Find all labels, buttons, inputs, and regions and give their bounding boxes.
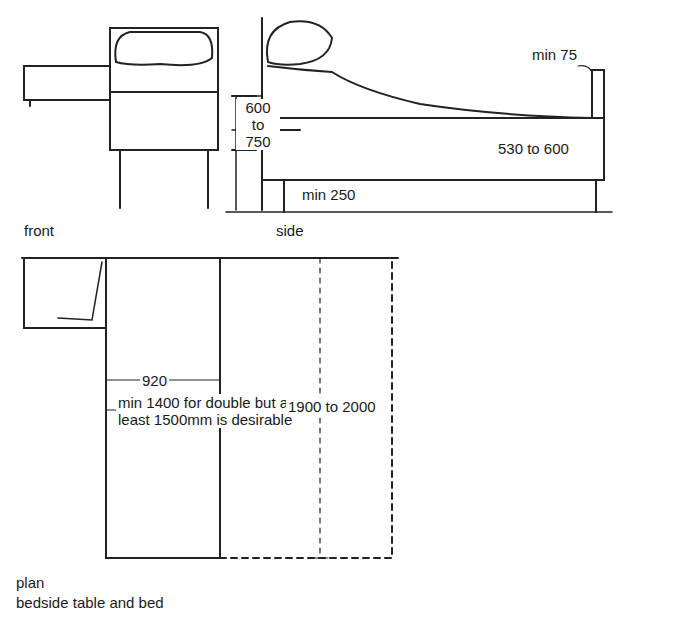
mattress-top	[268, 66, 592, 118]
table-detail	[58, 262, 102, 320]
mattress-line	[110, 91, 218, 93]
leg	[283, 180, 285, 212]
dimension-label: 920	[140, 372, 169, 389]
leg	[119, 150, 121, 208]
table-detail	[29, 100, 31, 106]
leg	[595, 180, 597, 212]
bed-frame-side	[262, 118, 604, 180]
dimension-label: 600 to 750	[236, 99, 280, 150]
bed-front-outline	[110, 28, 218, 150]
view-label: front	[22, 222, 56, 239]
floor-line	[226, 211, 612, 213]
pillow-side	[267, 21, 332, 64]
pillow-front	[115, 32, 212, 65]
dimension-label: 530 to 600	[496, 140, 571, 157]
footboard	[591, 70, 593, 118]
bedside-table-plan	[24, 258, 106, 328]
bedside-table-front	[24, 66, 110, 100]
view-label: side	[274, 222, 306, 239]
dimension-tick	[312, 557, 328, 558]
caption-label: bedside table and bed	[14, 594, 166, 611]
dimension-label: min 250	[300, 186, 357, 203]
footboard	[603, 70, 605, 118]
footboard	[592, 69, 604, 71]
leader-line	[578, 66, 592, 72]
caption-label: plan	[14, 574, 46, 591]
dimension-label: min 75	[530, 46, 579, 63]
dimension-tick	[219, 372, 220, 388]
dimension-label: 1900 to 2000	[286, 398, 378, 415]
leg	[207, 150, 209, 208]
